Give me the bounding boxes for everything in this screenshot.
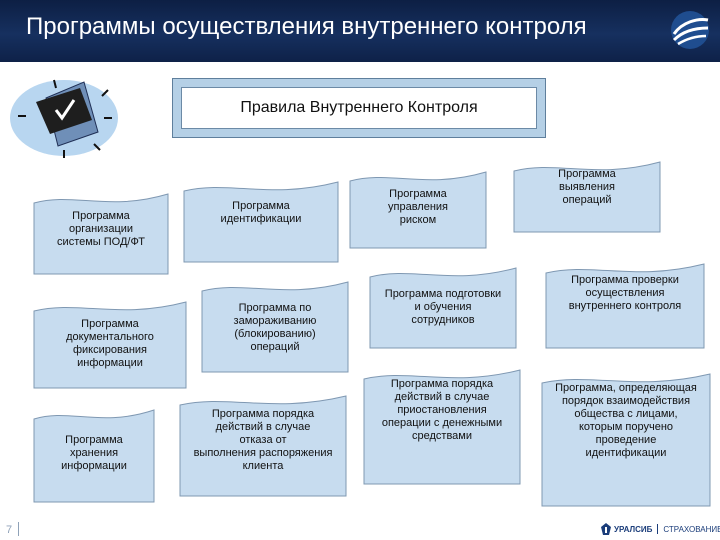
program-document: Программа выявления операций xyxy=(512,160,662,234)
program-document: Программа хранения информации xyxy=(32,408,156,504)
program-label: Программа выявления операций xyxy=(558,168,616,206)
page-number: 7 xyxy=(6,524,13,536)
document-shape xyxy=(33,193,169,275)
program-label: Программа, определяющая порядок взаимоде… xyxy=(555,382,697,459)
program-document: Программа идентификации xyxy=(182,180,340,264)
program-document: Программа организации системы ПОД/ФТ xyxy=(32,192,170,276)
document-shape xyxy=(541,373,711,507)
program-document: Программа порядка действий в случае отка… xyxy=(178,394,348,498)
program-label: Программа подготовки и обучения сотрудни… xyxy=(384,288,502,326)
slide-header: Программы осуществления внутреннего конт… xyxy=(0,0,720,62)
company-logo-icon xyxy=(671,11,709,49)
program-document: Программа управления риском xyxy=(348,170,488,250)
program-document: Программа, определяющая порядок взаимоде… xyxy=(540,372,712,508)
page-number-divider xyxy=(18,522,19,536)
program-document: Программа документального фиксирования и… xyxy=(32,300,188,390)
document-shape xyxy=(363,369,521,485)
brand-divider xyxy=(657,524,659,534)
rules-box-label: Правила Внутреннего Контроля xyxy=(181,87,537,129)
document-shape xyxy=(545,263,705,349)
program-document: Программа подготовки и обучения сотрудни… xyxy=(368,266,518,350)
program-label: Программа организации системы ПОД/ФТ xyxy=(57,210,145,248)
program-document: Программа проверки осуществления внутрен… xyxy=(544,262,706,350)
document-shape xyxy=(513,161,661,233)
program-label: Программа по замораживанию (блокированию… xyxy=(233,302,317,353)
program-label: Программа проверки осуществления внутрен… xyxy=(568,274,682,312)
program-label: Программа порядка действий в случае отка… xyxy=(193,408,333,472)
brand-division: СТРАХОВАНИЕ xyxy=(663,524,720,534)
program-label: Программа идентификации xyxy=(220,200,302,225)
program-label: Программа порядка действий в случае прио… xyxy=(381,378,503,442)
document-shape xyxy=(33,409,155,503)
uralsib-emblem-icon xyxy=(601,523,611,535)
program-label: Программа документального фиксирования и… xyxy=(66,318,154,369)
footer-brand: УРАЛСИБ СТРАХОВАНИЕ xyxy=(601,522,720,536)
program-document: Программа порядка действий в случае прио… xyxy=(362,368,522,486)
rulebook-building-illustration xyxy=(10,79,118,158)
document-shape xyxy=(33,301,187,389)
rules-box: Правила Внутреннего Контроля xyxy=(172,78,546,138)
slide-title: Программы осуществления внутреннего конт… xyxy=(26,13,587,40)
document-shape xyxy=(369,267,517,349)
document-shape xyxy=(179,395,347,497)
brand-name: УРАЛСИБ xyxy=(614,524,653,534)
document-shape xyxy=(349,171,487,249)
document-shape xyxy=(183,181,339,263)
program-document: Программа по замораживанию (блокированию… xyxy=(200,280,350,374)
document-shape xyxy=(201,281,349,373)
program-label: Программа управления риском xyxy=(388,188,448,226)
program-label: Программа хранения информации xyxy=(61,434,127,472)
